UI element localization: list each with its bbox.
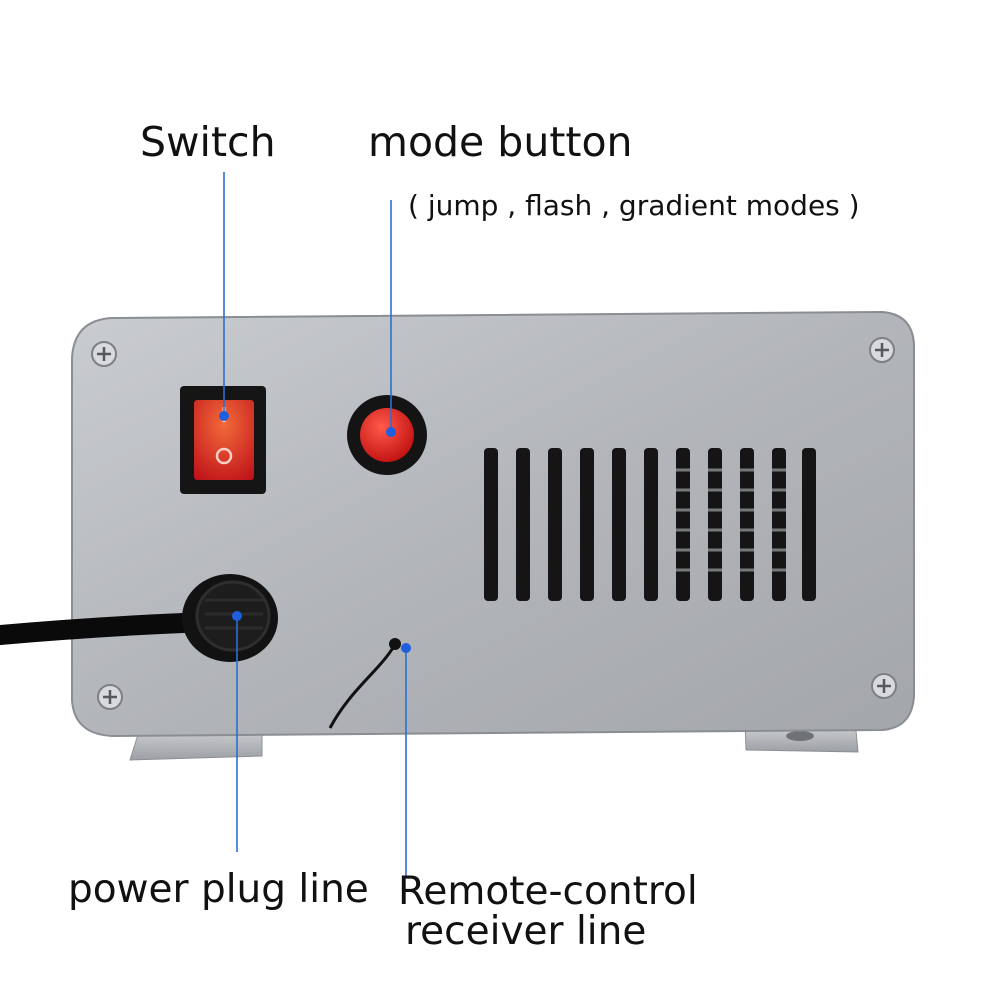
remote-receiver-wire-icon [328, 638, 401, 729]
screw-icon [871, 673, 897, 699]
screw-icon [869, 337, 895, 363]
mode-button-description: ( jump , flash , gradient modes ) [408, 189, 860, 222]
power-pointer-dot [232, 611, 242, 621]
remote-control-label-line2: receiver line [405, 909, 647, 954]
mode-button-label: mode button [368, 118, 633, 166]
mode-pointer-dot [386, 427, 396, 437]
remote-control-label-line1: Remote-control [398, 869, 698, 914]
vent-slots [484, 448, 816, 601]
rocker-switch-icon [180, 386, 266, 494]
switch-pointer-dot [219, 411, 229, 421]
power-plug-line-label: power plug line [68, 867, 369, 912]
screw-icon [91, 341, 117, 367]
leader-lines [223, 172, 407, 878]
screw-icon [97, 684, 123, 710]
remote-pointer-dot [401, 643, 411, 653]
switch-label: Switch [140, 118, 276, 166]
